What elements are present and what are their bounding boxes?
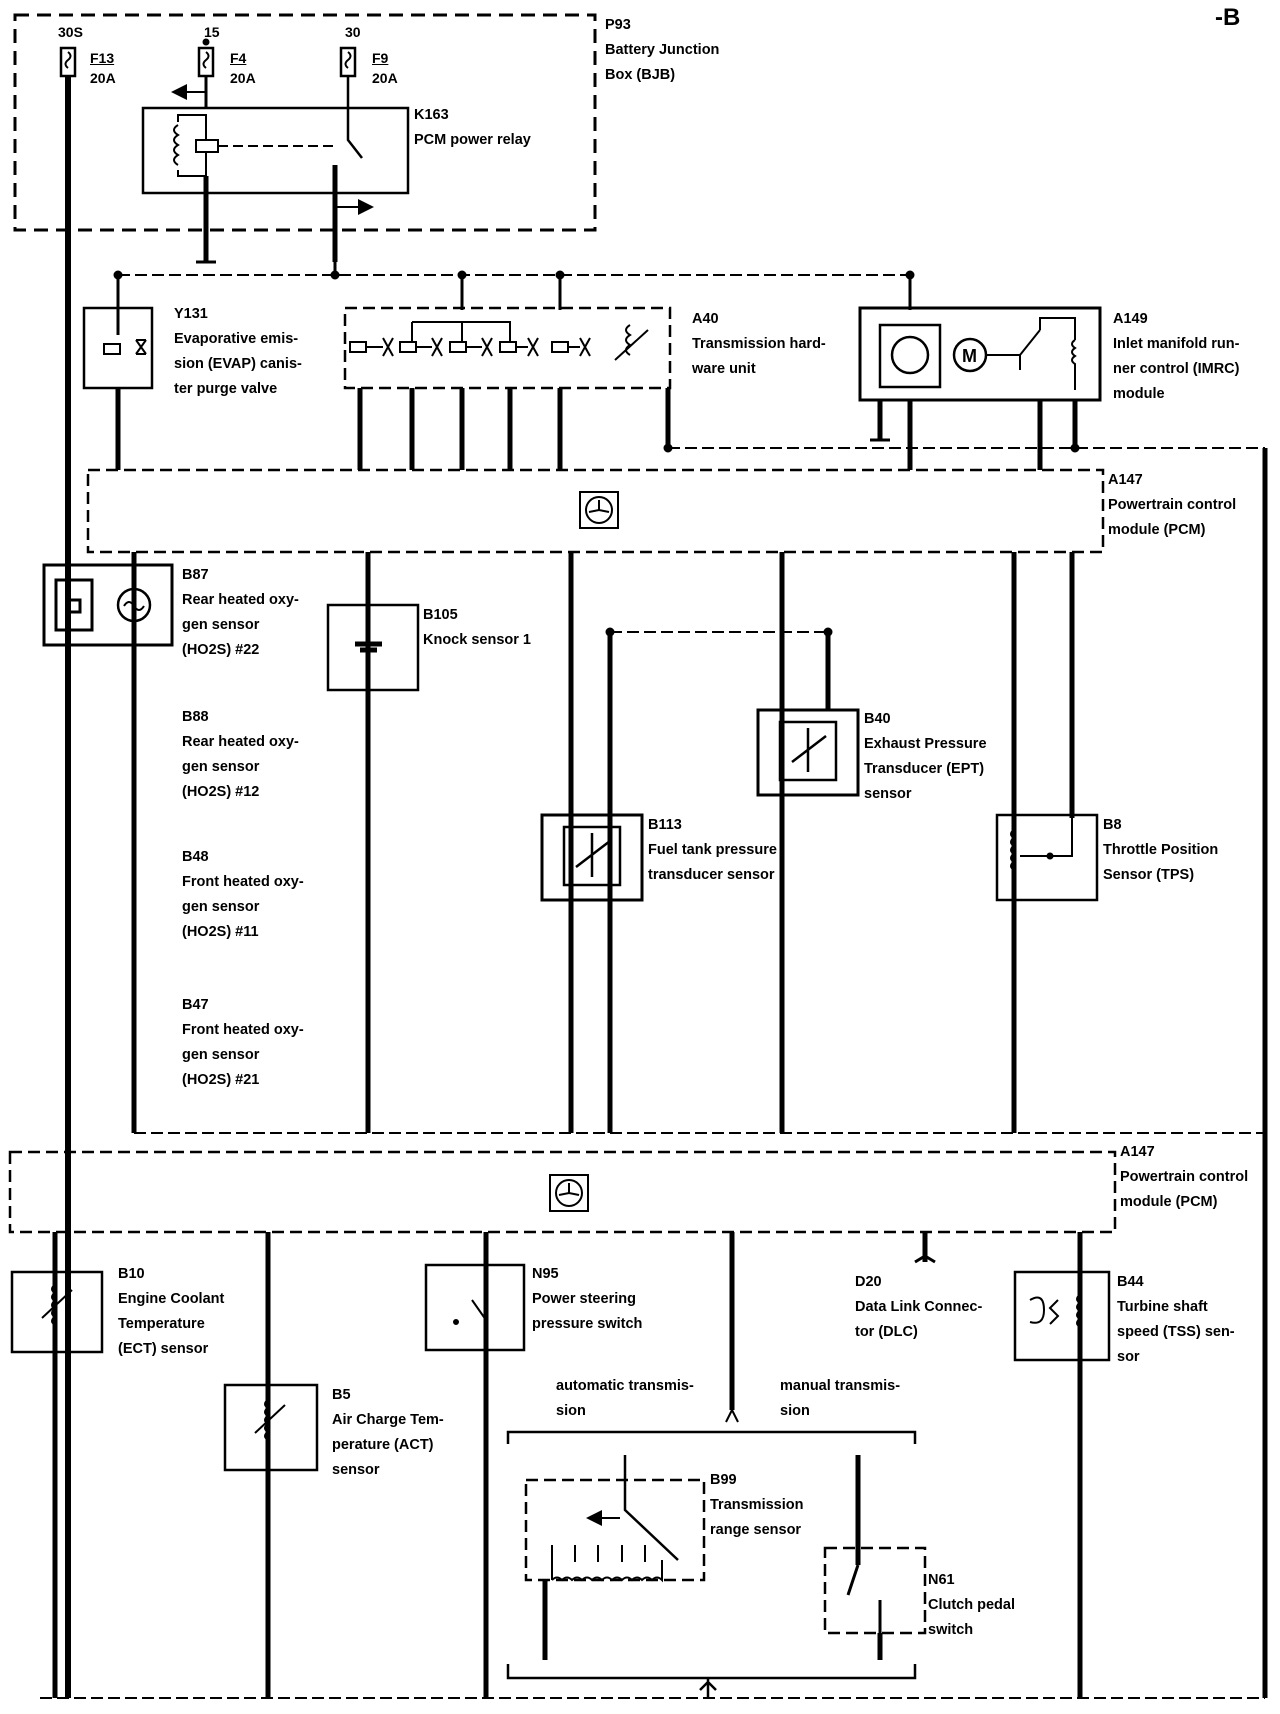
a40-code: A40 <box>692 311 719 327</box>
p93-code: P93 <box>605 17 631 33</box>
b8-code: B8 <box>1103 817 1122 833</box>
pcm-bottom-box <box>8 1150 1117 1234</box>
b44-code: B44 <box>1117 1274 1144 1290</box>
act-box <box>223 1383 319 1472</box>
a149-code: A149 <box>1113 311 1148 327</box>
bjb-box <box>13 13 597 232</box>
a149-name: Inlet manifold run- ner control (IMRC) m… <box>1113 336 1240 402</box>
svg-text:M: M <box>962 346 977 366</box>
fuse-f9-code: F9 <box>372 50 389 66</box>
b47-code: B47 <box>182 997 209 1013</box>
tss-box <box>1013 1270 1111 1362</box>
d20-code: D20 <box>855 1274 882 1290</box>
d20-name: Data Link Connec- tor (DLC) <box>855 1299 983 1340</box>
b40-name: Exhaust Pressure Transducer (EPT) sensor <box>864 736 987 802</box>
fuse-f4-terminal: 15 <box>204 24 220 40</box>
n95-name: Power steering pressure switch <box>532 1291 643 1332</box>
imrc-box <box>858 306 1102 402</box>
b8-name: Throttle Position Sensor (TPS) <box>1103 842 1219 883</box>
pcm-relay-box <box>141 106 410 195</box>
b44-name: Turbine shaft speed (TSS) sen- sor <box>1117 1299 1235 1365</box>
ept-box <box>756 708 860 797</box>
b5-code: B5 <box>332 1387 351 1403</box>
n61-code: N61 <box>928 1572 955 1588</box>
b113-name: Fuel tank pressure transducer sensor <box>648 842 777 883</box>
b87-name: Rear heated oxy- gen sensor (HO2S) #22 <box>182 592 299 658</box>
b88-code: B88 <box>182 709 209 725</box>
y131-name: Evaporative emis- sion (EVAP) canis- ter… <box>174 331 302 397</box>
fuse-f4-code: F4 <box>230 50 247 66</box>
b48-name: Front heated oxy- gen sensor (HO2S) #11 <box>182 874 304 940</box>
fuse-f13-terminal: 30S <box>58 24 83 40</box>
b40-code: B40 <box>864 711 891 727</box>
fuse-f9-rating: 20A <box>372 70 398 86</box>
clutch-switch-box <box>823 1546 927 1635</box>
trans-range-box <box>524 1478 706 1582</box>
automatic-transmission-label: automatic transmis- sion <box>556 1378 694 1419</box>
fuel-tank-sensor-box <box>540 813 644 902</box>
fuse-f13 <box>59 46 77 78</box>
fuse-f9-terminal: 30 <box>345 24 361 40</box>
n95-code: N95 <box>532 1266 559 1282</box>
y131-code: Y131 <box>174 306 208 322</box>
b10-name: Engine Coolant Temperature (ECT) sensor <box>118 1291 225 1357</box>
page-marker: -B <box>1215 4 1241 31</box>
fuse-f9 <box>339 46 357 78</box>
a147-top-code: A147 <box>1108 472 1143 488</box>
pcm-top-box <box>86 468 1105 554</box>
fuse-f4 <box>197 46 215 78</box>
a147-top-name: Powertrain control module (PCM) <box>1108 497 1237 538</box>
b48-code: B48 <box>182 849 209 865</box>
trans-hardware-box <box>343 306 672 390</box>
b105-code: B105 <box>423 607 458 623</box>
b99-code: B99 <box>710 1472 737 1488</box>
b87-code: B87 <box>182 567 209 583</box>
b88-name: Rear heated oxy- gen sensor (HO2S) #12 <box>182 734 299 800</box>
knock-sensor-box <box>326 603 420 692</box>
tps-box <box>995 813 1099 902</box>
fuse-f4-rating: 20A <box>230 70 256 86</box>
b99-name: Transmission range sensor <box>710 1497 804 1538</box>
fuse-f13-code: F13 <box>90 50 115 66</box>
k163-code: K163 <box>414 107 449 123</box>
a147-bottom-code: A147 <box>1120 1144 1155 1160</box>
p93-name: Battery Junction Box (BJB) <box>605 42 720 83</box>
b47-name: Front heated oxy- gen sensor (HO2S) #21 <box>182 1022 304 1088</box>
b87-box <box>42 563 174 647</box>
k163-name: PCM power relay <box>414 132 531 148</box>
ps-switch-box <box>424 1263 526 1352</box>
b105-name: Knock sensor 1 <box>423 632 531 648</box>
a147-bottom-name: Powertrain control module (PCM) <box>1120 1169 1249 1210</box>
b113-code: B113 <box>648 817 682 833</box>
ect-box <box>10 1270 104 1354</box>
manual-transmission-label: manual transmis- sion <box>780 1378 901 1419</box>
n61-name: Clutch pedal switch <box>928 1597 1016 1638</box>
b5-name: Air Charge Tem- perature (ACT) sensor <box>332 1412 444 1478</box>
fuse-f13-rating: 20A <box>90 70 116 86</box>
a40-name: Transmission hard- ware unit <box>692 336 826 377</box>
b10-code: B10 <box>118 1266 145 1282</box>
